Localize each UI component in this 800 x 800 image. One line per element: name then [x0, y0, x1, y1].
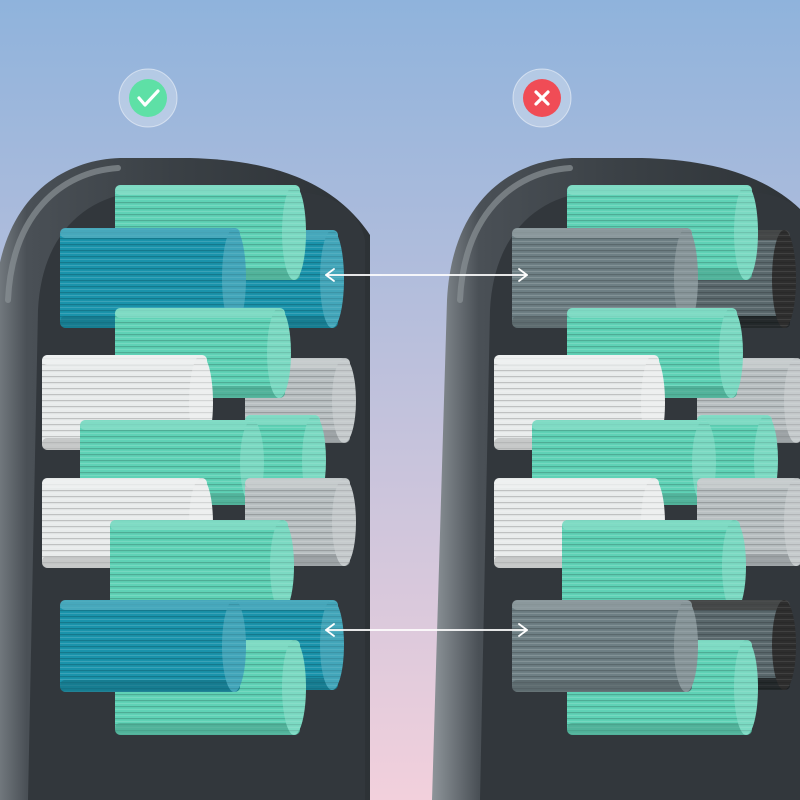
- bristle-tuft: [562, 520, 746, 612]
- comparison-arrow-top: [325, 268, 528, 282]
- bristle-tuft: [60, 228, 246, 328]
- check-icon: [137, 89, 160, 107]
- bristle-tuft: [512, 600, 698, 692]
- comparison-arrow-bottom: [325, 623, 528, 637]
- close-icon: [534, 90, 550, 106]
- bristle-tuft: [245, 478, 356, 566]
- good-check-badge: [118, 68, 178, 128]
- good-brush-head: [0, 158, 370, 800]
- brush-head-highlight: [5, 165, 121, 303]
- bad-brush-head: [432, 158, 800, 800]
- bristle-tuft: [60, 600, 246, 692]
- brush-head-highlight: [457, 165, 573, 303]
- bad-cross-badge: [512, 68, 572, 128]
- bristle-tuft: [110, 520, 294, 612]
- bristle-tuft: [567, 308, 743, 398]
- bristle-tuft: [697, 478, 800, 566]
- bristle-tuft: [512, 228, 698, 328]
